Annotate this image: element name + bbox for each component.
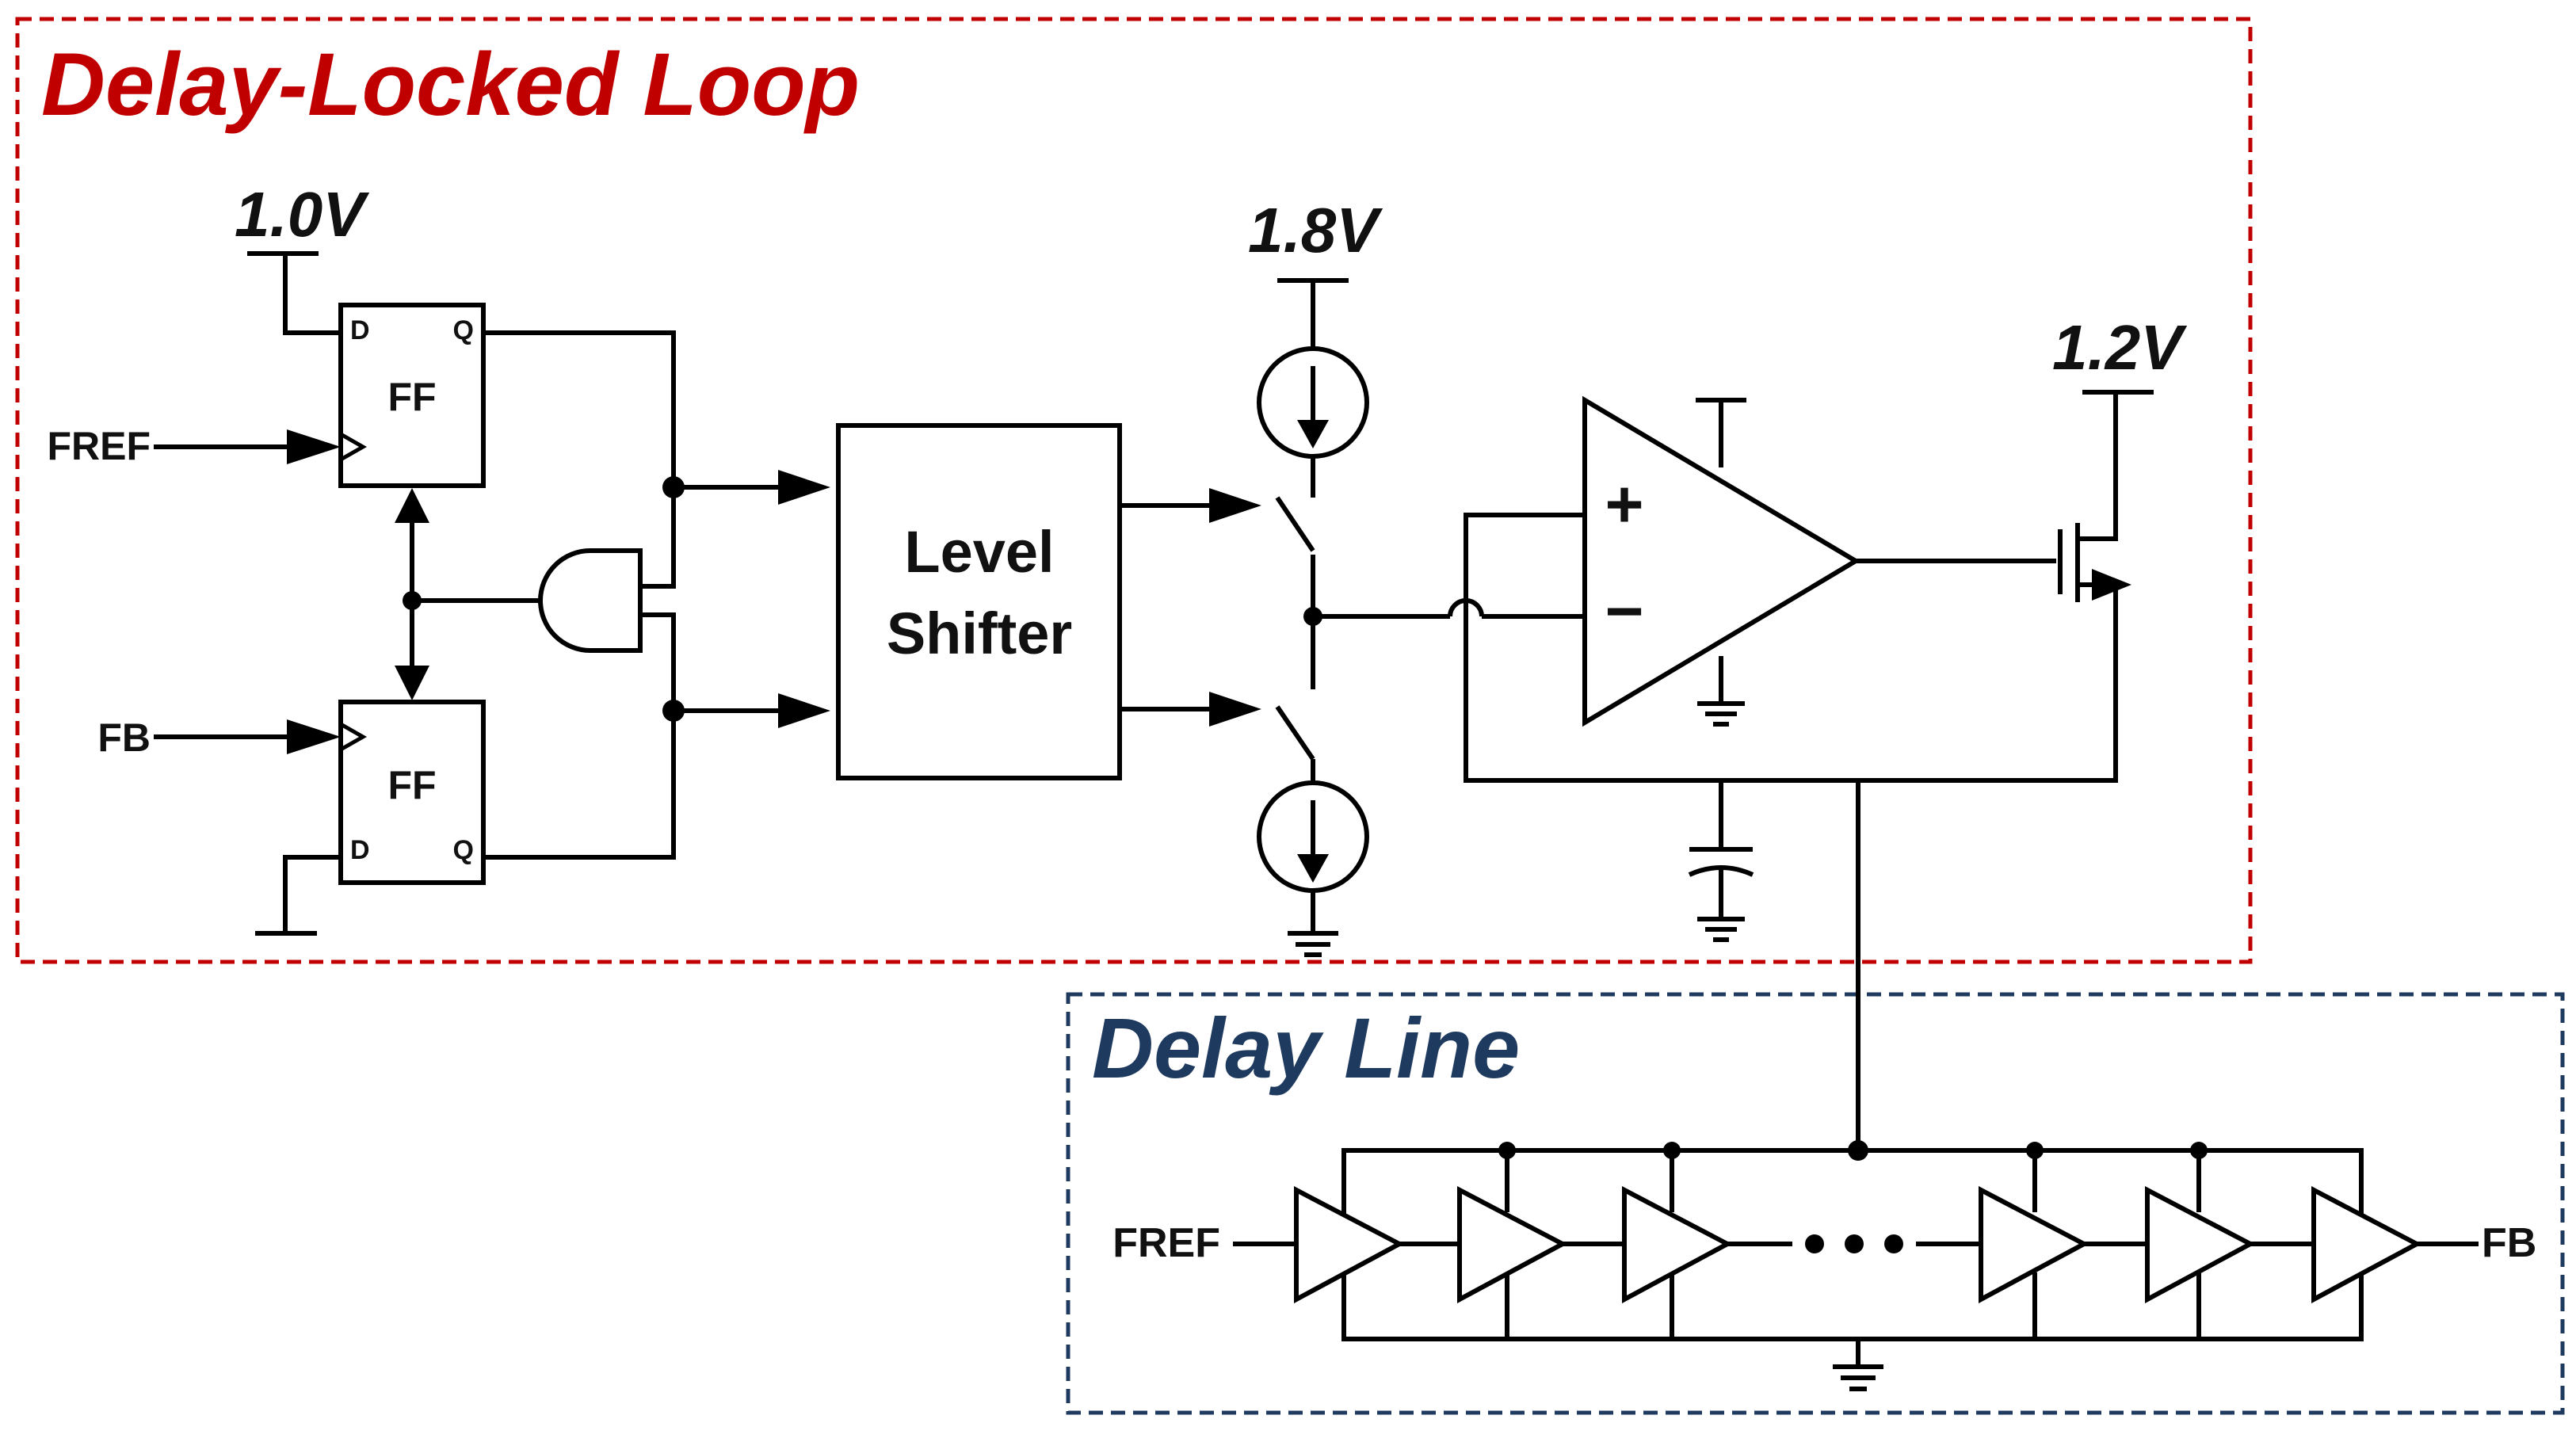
buffer-2	[1457, 1186, 1568, 1304]
bottom-ff-label: FF	[387, 763, 436, 807]
dll-region-title: Delay-Locked Loop	[41, 35, 860, 134]
bottom-flip-flop: FF D Q	[338, 700, 486, 885]
buf-5-supply-dot	[2190, 1142, 2208, 1159]
top-ff-label: FF	[387, 375, 436, 419]
reset-arrow-down	[395, 666, 429, 700]
and-gate	[538, 548, 643, 653]
top-flip-flop: FF D Q	[338, 303, 486, 488]
cp-ground-icon	[1288, 931, 1338, 957]
level-shifter-label-1: Level	[904, 519, 1054, 585]
buffer-1	[1294, 1186, 1405, 1304]
error-amplifier	[1582, 395, 1860, 727]
delay-line-input-label: FREF	[1112, 1220, 1220, 1266]
pass-transistor	[2058, 392, 2131, 602]
level-shifter-block	[836, 423, 1122, 780]
buf-4-supply-dot	[2026, 1142, 2044, 1159]
loop-filter-capacitor	[1688, 780, 1754, 942]
dn-arrow	[778, 693, 830, 728]
delay-line-output-label: FB	[2482, 1220, 2536, 1266]
buffer-4	[1979, 1186, 2089, 1304]
ls-up-out-arrow	[1209, 488, 1261, 523]
ls-dn-out-arrow	[1209, 692, 1261, 727]
up-arrow	[778, 470, 830, 505]
dn-switch	[1275, 705, 1315, 761]
buffer-5	[2145, 1186, 2256, 1304]
bottom-ff-pin-d: D	[350, 835, 370, 865]
bottom-ff-clock-triangle	[339, 722, 368, 752]
delay-line-region-title: Delay Line	[1092, 1000, 1520, 1096]
ff-supply-wire	[283, 254, 341, 335]
feedback-loop-wire	[1464, 513, 2118, 783]
top-ff-pin-q: Q	[453, 315, 474, 345]
top-ff-q-wire	[483, 330, 676, 487]
delay-line-region-border	[1066, 992, 2565, 1415]
up-current-source	[1257, 346, 1369, 459]
top-ff-clock-triangle	[339, 432, 368, 462]
up-switch	[1275, 496, 1315, 552]
buffer-6	[2311, 1186, 2422, 1304]
bottom-ff-q-wire	[483, 711, 676, 860]
opamp-plus-label: +	[1605, 467, 1643, 541]
top-ff-pin-d: D	[350, 315, 370, 345]
bottom-ff-d-wire	[283, 855, 341, 933]
dl-ground-icon	[1833, 1364, 1883, 1391]
buffer-3	[1622, 1186, 1733, 1304]
ff-supply-label: 1.0V	[235, 179, 369, 250]
charge-pump-supply-label: 1.8V	[1248, 195, 1383, 265]
delay-line-ground-rail	[1341, 1246, 2364, 1341]
level-shifter-label-2: Shifter	[887, 601, 1072, 666]
buf-3-supply-dot	[1663, 1142, 1681, 1159]
opamp-ground-icon	[1697, 701, 1745, 727]
fb-input-arrow	[287, 719, 341, 754]
buf-2-supply-dot	[1498, 1142, 1516, 1159]
fb-input-label: FB	[97, 715, 151, 760]
vctrl-rail-junction	[1848, 1140, 1868, 1161]
dn-current-source	[1257, 780, 1369, 893]
and-input-top-wire	[640, 487, 676, 589]
opamp-minus-label: −	[1605, 574, 1643, 648]
and-input-bottom-wire	[640, 612, 676, 711]
dll-region-border	[15, 17, 2253, 964]
fref-input-arrow	[287, 429, 341, 464]
ldo-supply-label: 1.2V	[2052, 312, 2187, 383]
reset-arrow-up	[395, 488, 429, 523]
bottom-ff-pin-q: Q	[453, 835, 474, 865]
ellipsis-dots	[1805, 1234, 1903, 1253]
fref-input-label: FREF	[47, 424, 151, 468]
